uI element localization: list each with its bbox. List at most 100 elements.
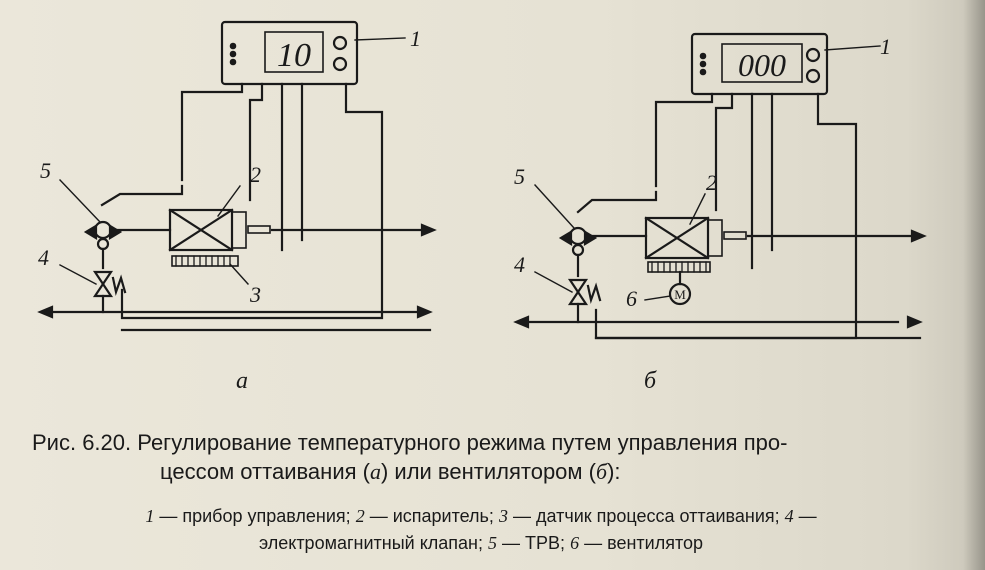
figure-caption: Рис. 6.20. Регулирование температурного …	[32, 428, 932, 486]
trv-bulb-line-a	[100, 184, 184, 207]
legend-item: 2 — испаритель;	[356, 506, 494, 526]
legend-dash: —	[584, 533, 603, 553]
arrow-left-icon	[513, 315, 530, 329]
wire-a-evap	[248, 82, 264, 202]
callout-leader	[217, 185, 241, 217]
defrost-sensor-a	[171, 255, 239, 267]
controller-a-display	[264, 31, 324, 73]
legend-item: 3 — датчик процесса оттаивания;	[499, 506, 780, 526]
evaporator-a	[168, 208, 247, 252]
legend-text: испаритель;	[392, 506, 494, 526]
legend-dash: —	[159, 506, 178, 526]
caption-ref-a: а	[369, 459, 381, 484]
callout-1-b: 1	[880, 34, 891, 59]
callout-leader	[689, 193, 706, 225]
callout-3-a: 3	[249, 282, 261, 307]
wire-a-valve	[120, 82, 384, 320]
legend-num: 6	[570, 533, 580, 553]
controller-b-button-down	[805, 68, 821, 84]
callout-5-b: 5	[514, 164, 525, 189]
arrow-left-icon	[37, 305, 54, 319]
caption-text: цессом оттаивания (	[160, 459, 370, 484]
callout-5-a: 5	[40, 158, 51, 183]
evaporator-b	[644, 216, 723, 260]
solenoid-valve-a	[92, 270, 127, 314]
diagrams: 10	[37, 20, 927, 394]
legend-text: датчик процесса оттаивания;	[535, 506, 780, 526]
callout-leader	[644, 295, 671, 301]
legend-text: электромагнитный клапан;	[258, 533, 483, 553]
legend-text: прибор управления;	[182, 506, 351, 526]
callout-leader	[229, 263, 249, 285]
controller-b-display	[721, 43, 803, 83]
controller-b	[690, 32, 829, 96]
legend-item: 5 — ТРВ;	[488, 533, 565, 553]
wire-b-trv	[654, 92, 714, 188]
trv-bulb-line-b	[576, 190, 658, 214]
caption-ref-b: б	[595, 459, 608, 484]
legend-dash: —	[502, 533, 521, 553]
wire-b-valve	[594, 92, 858, 340]
legend-dash: —	[369, 506, 388, 526]
legend-num: 5	[488, 533, 498, 553]
sublabel-b: б	[644, 368, 657, 394]
legend-dash: —	[512, 506, 531, 526]
caption-line-2: цессом оттаивания (а) или вентилятором (…	[32, 457, 932, 486]
legend-num: 1	[145, 506, 155, 526]
page-edge-shadow	[963, 0, 985, 570]
led-icon	[699, 60, 707, 68]
controller-a	[220, 20, 359, 86]
arrow-right-icon	[420, 223, 437, 237]
callout-1-a: 1	[410, 26, 421, 51]
callout-4-b: 4	[514, 252, 525, 277]
legend-num: 3	[498, 506, 508, 526]
led-icon	[229, 58, 237, 66]
led-icon	[229, 42, 237, 50]
callout-leader	[534, 184, 575, 229]
callout-leader	[534, 271, 573, 293]
led-icon	[699, 68, 707, 76]
solenoid-valve-b	[567, 278, 602, 324]
callout-2-a: 2	[250, 162, 261, 187]
callout-6-b: 6	[626, 286, 637, 311]
callout-leader	[354, 37, 406, 41]
sublabel-a: а	[236, 368, 248, 394]
fan-motor-b	[668, 282, 692, 306]
controller-b-button-up	[805, 47, 821, 63]
legend-text: ТРВ;	[525, 533, 566, 553]
callout-leader	[59, 179, 101, 223]
callout-4-a: 4	[38, 245, 49, 270]
legend-num: 2	[355, 506, 365, 526]
figure-legend: 1 — прибор управления; 2 — испаритель; 3…	[16, 503, 946, 557]
caption-text: ):	[607, 459, 621, 484]
arrow-left-icon	[416, 305, 433, 319]
controller-a-button-down	[332, 56, 348, 72]
arrow-right-icon	[910, 229, 927, 243]
legend-item: 1 — прибор управления;	[145, 506, 350, 526]
fan-housing-b	[647, 261, 711, 273]
led-icon	[699, 52, 707, 60]
caption-line-1: Рис. 6.20. Регулирование температурного …	[32, 430, 788, 455]
controller-a-display-value: 10	[277, 37, 311, 74]
caption-text: ) или вентилятором (	[380, 459, 596, 484]
callout-leader	[824, 45, 881, 51]
wire-a-trv	[180, 82, 244, 182]
legend-item: 6 — вентилятор	[570, 533, 703, 553]
diagram-a: 10	[37, 20, 437, 394]
controller-b-display-value: 000	[738, 47, 786, 83]
arrow-left-icon	[906, 315, 923, 329]
diagram-b: 000	[513, 32, 927, 394]
fan-motor-symbol: M	[674, 287, 686, 302]
defrost-sensor-probe-a	[247, 225, 271, 234]
led-icon	[229, 50, 237, 58]
legend-dash: —	[798, 506, 817, 526]
callout-leader	[59, 264, 97, 285]
legend-num: 4	[784, 506, 794, 526]
wire-b-evap	[714, 92, 734, 212]
callout-2-b: 2	[706, 170, 717, 195]
legend-text: вентилятор	[607, 533, 704, 553]
controller-a-button-up	[332, 35, 348, 51]
legend-item: 4 — электромагнитный клапан;	[259, 506, 817, 553]
probe-b	[723, 231, 747, 240]
trv-a	[83, 220, 123, 251]
